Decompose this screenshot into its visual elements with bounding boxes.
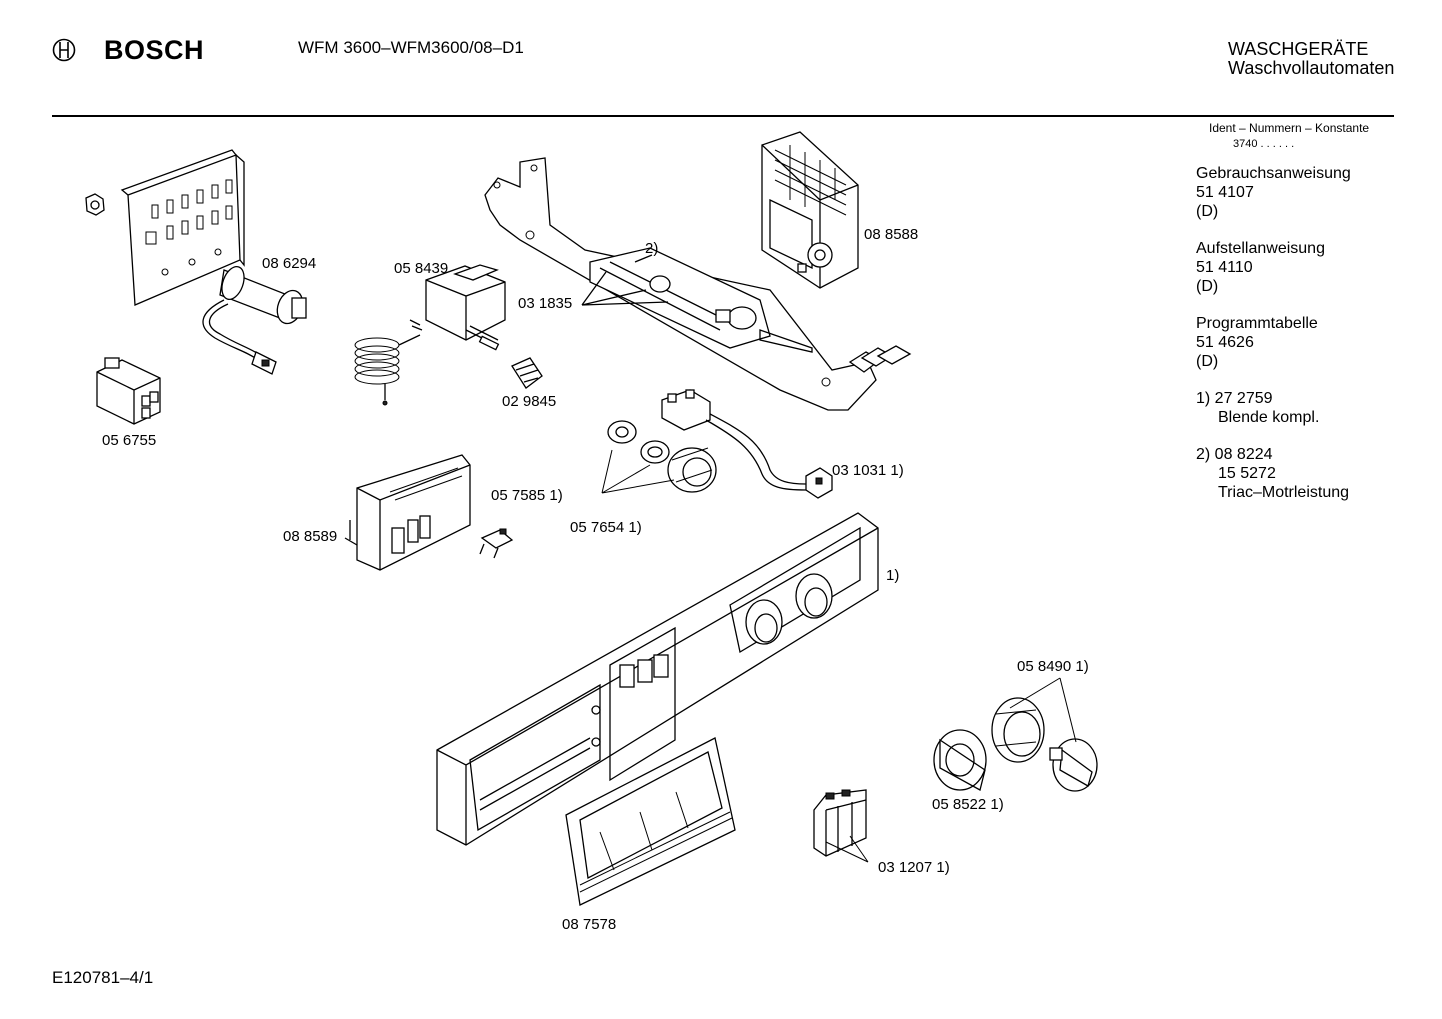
programmer-drawing	[761, 131, 859, 289]
footnote-1-text: Blende kompl.	[1218, 409, 1320, 426]
knob-right-drawing	[1049, 738, 1098, 792]
document-language: (D)	[1196, 203, 1219, 220]
electronic-board-drawing	[344, 454, 471, 571]
document-language: (D)	[1196, 278, 1219, 295]
document-entry: Aufstellanweisung 51 4110 (D)	[1196, 239, 1325, 296]
interference-filter-drawing	[96, 357, 161, 425]
nut-drawing	[85, 193, 105, 216]
note-marker: 2)	[645, 240, 659, 257]
part-label: 03 1835	[518, 295, 573, 312]
ident-heading: Ident – Nummern – Konstante	[1209, 121, 1370, 135]
footnote-2-number-b: 15 5272	[1218, 465, 1276, 482]
part-label: 08 6294	[262, 255, 317, 272]
document-entry: Programmtabelle 51 4626 (D)	[1196, 314, 1318, 371]
part-label: 05 8522 1)	[932, 796, 1004, 813]
header-divider	[52, 115, 1394, 117]
footnote-1-number: 1) 27 2759	[1196, 390, 1273, 407]
footnote-2-number: 2) 08 8224	[1196, 446, 1273, 463]
part-label: 05 7585 1)	[491, 487, 563, 504]
part-label: 02 9845	[502, 393, 557, 410]
document-entry: Gebrauchsanweisung 51 4107 (D)	[1196, 164, 1351, 221]
document-number: 51 4626	[1196, 334, 1254, 351]
part-label: 08 8589	[283, 528, 338, 545]
mounting-bracket-drawing	[120, 149, 245, 306]
document-title: Gebrauchsanweisung	[1196, 165, 1351, 182]
switch-drawing	[354, 264, 506, 406]
drawer-front-drawing	[565, 737, 736, 906]
brand-name: BOSCH	[104, 35, 205, 65]
footnote-2: 2) 08 8224 15 5272 Triac–Motrleistung	[1196, 445, 1349, 502]
module-carrier-drawing	[484, 157, 912, 411]
footnote-1: 1) 27 2759 Blende kompl.	[1196, 389, 1319, 427]
control-panel-drawing	[436, 512, 879, 846]
part-label: 08 8588	[864, 226, 919, 243]
document-title: Aufstellanweisung	[1196, 240, 1325, 257]
document-language: (D)	[1196, 353, 1219, 370]
ident-value: 3740 . . . . . .	[1233, 138, 1295, 150]
model-title: WFM 3600–WFM3600/08–D1	[298, 38, 524, 57]
button-set-drawing	[813, 789, 867, 857]
document-title: Programmtabelle	[1196, 315, 1318, 332]
part-label: 08 7578	[562, 916, 617, 933]
connector-cable-drawing	[661, 389, 833, 499]
part-label: 05 8490 1)	[1017, 658, 1089, 675]
part-label: 05 7654 1)	[570, 519, 642, 536]
clip-drawing	[479, 528, 514, 559]
document-number: 51 4110	[1196, 259, 1253, 276]
bearing-rings-drawing	[607, 420, 717, 493]
drawing-code: E120781–4/1	[52, 968, 154, 987]
knob-left-drawing	[933, 729, 987, 791]
part-label: 05 6755	[102, 432, 157, 449]
part-label: 03 1031 1)	[832, 462, 904, 479]
note-marker: 1)	[886, 567, 900, 584]
bosch-logo-icon	[52, 38, 76, 62]
category-subtitle: Waschvollautomaten	[1228, 58, 1395, 78]
leader-lines	[601, 449, 1077, 863]
part-label: 03 1207 1)	[878, 859, 950, 876]
cam-drawing	[511, 357, 543, 389]
part-label: 05 8439	[394, 260, 449, 277]
document-number: 51 4107	[1196, 184, 1254, 201]
capacitor-drawing	[202, 266, 307, 375]
category-title: WASCHGERÄTE	[1228, 39, 1369, 59]
footnote-2-text: Triac–Motrleistung	[1218, 484, 1350, 501]
knob-ring-drawing	[991, 697, 1045, 763]
